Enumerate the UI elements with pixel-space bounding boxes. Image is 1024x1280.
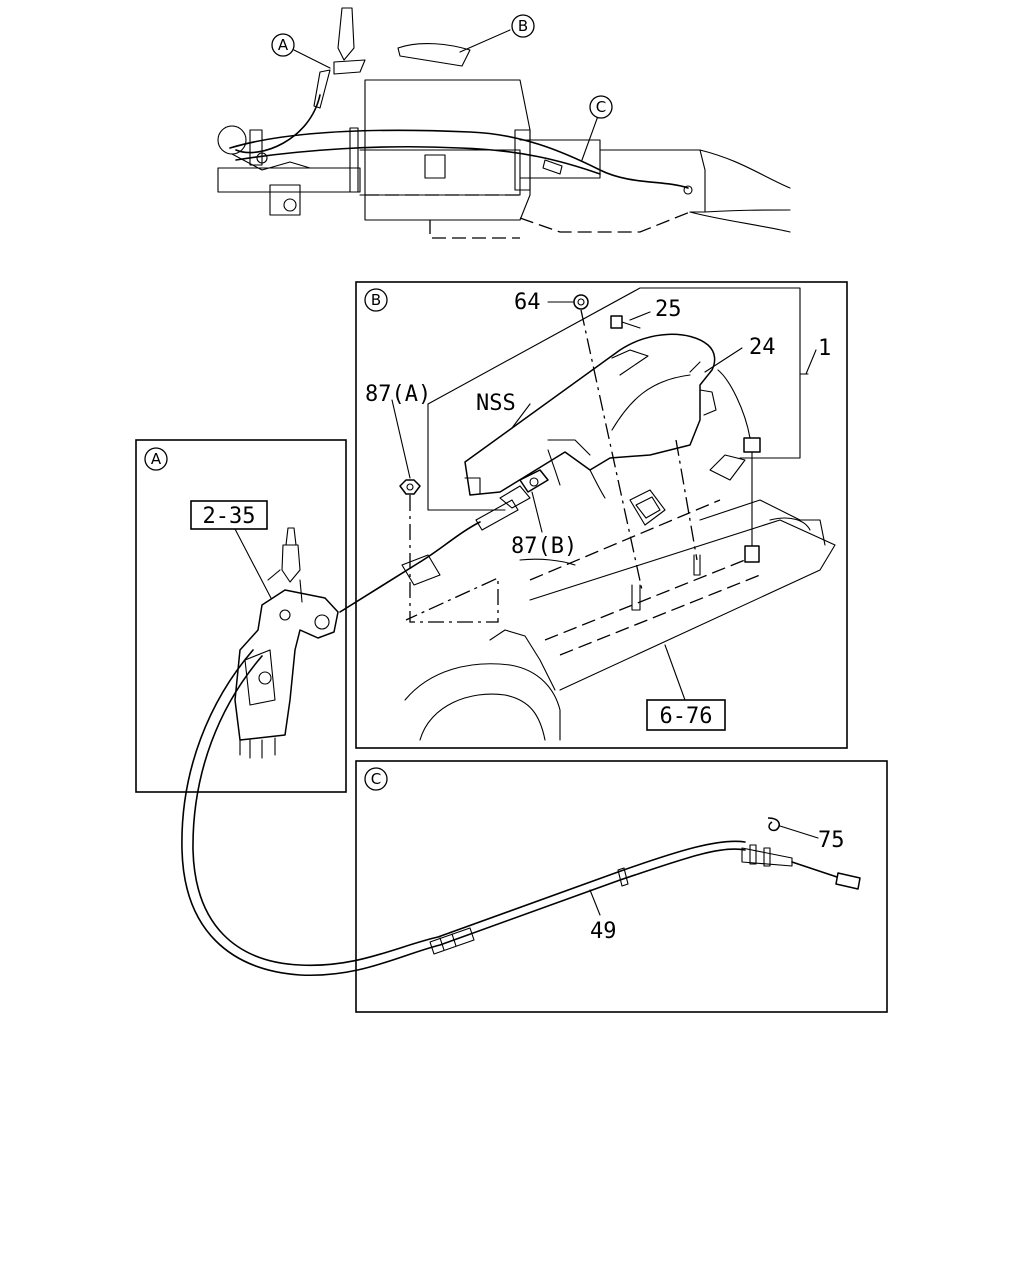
front-cable-b <box>339 485 531 613</box>
assembly-outline <box>427 287 801 459</box>
part-label-75: 75 <box>818 828 845 853</box>
detail-a-frame <box>135 439 347 793</box>
part-label-49: 49 <box>590 919 617 944</box>
part-label-24: 24 <box>749 335 776 360</box>
leader-49 <box>589 889 601 916</box>
part-label-1: 1 <box>818 336 831 361</box>
floor-tunnel <box>404 454 836 741</box>
overview-callout-b: B <box>511 14 535 38</box>
lever-cover-assembly <box>464 333 761 563</box>
leader-lines-b <box>391 301 817 701</box>
stud-bolt <box>631 584 641 611</box>
nut-64 <box>573 294 589 310</box>
leader-75 <box>779 825 819 839</box>
overview-callout-a: A <box>271 33 295 57</box>
centerline <box>675 439 698 561</box>
part-label-25: 25 <box>655 297 682 322</box>
panel-letter: C <box>371 770 381 788</box>
detail-b-tag: B <box>364 288 388 312</box>
cable-49 <box>181 649 861 977</box>
ref-label-6-76: 6-76 <box>660 704 713 729</box>
vehicle-overview <box>217 7 791 239</box>
ref-box-6-76 <box>646 699 726 731</box>
ref-box-2-35 <box>190 500 268 530</box>
centerline <box>405 495 499 623</box>
panel-letter: A <box>151 450 162 468</box>
pedal-bracket <box>234 527 339 759</box>
part-label-64: 64 <box>514 290 541 315</box>
detail-b-frame <box>355 281 848 749</box>
nut-87b <box>519 469 549 493</box>
callout-letter: B <box>518 17 528 35</box>
callout-letter: A <box>278 36 289 54</box>
part-label-87a: 87(A) <box>365 382 431 407</box>
screw-25 <box>610 315 641 329</box>
detail-c-tag: C <box>364 767 388 791</box>
detail-a-tag: A <box>144 447 168 471</box>
nut-87a <box>399 479 421 495</box>
leader-2-35 <box>234 528 273 601</box>
assembly-outline-left <box>427 403 506 511</box>
part-label-87b: 87(B) <box>511 534 577 559</box>
stud-bolt <box>693 554 701 576</box>
callout-letter: C <box>596 98 606 116</box>
centerline <box>580 309 643 591</box>
panel-letter: B <box>371 291 381 309</box>
ref-label-2-35: 2-35 <box>203 504 256 529</box>
detail-c-frame <box>355 760 888 1013</box>
part-label-nss: NSS <box>476 391 516 416</box>
overview-callout-c: C <box>589 95 613 119</box>
